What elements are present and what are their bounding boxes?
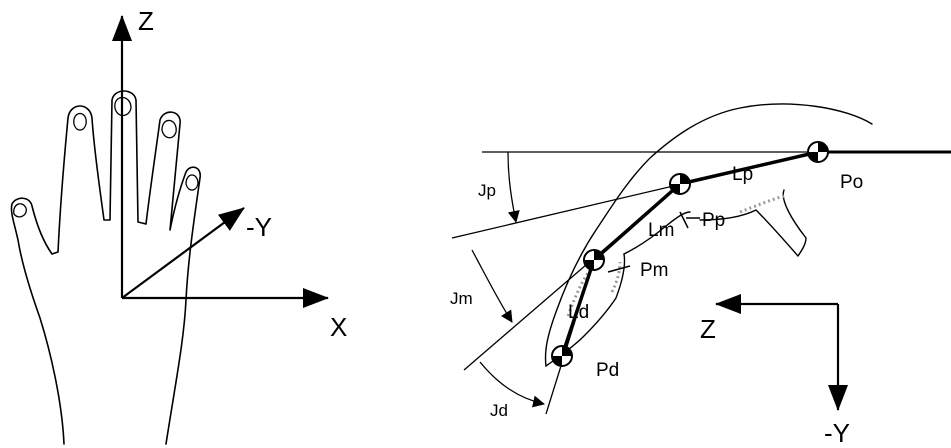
pp-point-label: Pp (702, 210, 725, 231)
hand-x-axis-label: X (330, 312, 347, 342)
finger-outline (699, 189, 807, 257)
joint-marker-po (807, 141, 829, 163)
fingernail (13, 203, 27, 218)
finger-outline (544, 103, 873, 367)
hand-outline (10, 90, 201, 445)
jd-angle-label: Jd (490, 401, 508, 420)
jp-angle-arc (507, 151, 520, 223)
neg-y-axis-arrow (121, 207, 245, 299)
fingernail (161, 119, 177, 139)
fingernail (73, 112, 87, 131)
middle-segment (592, 182, 682, 262)
proximal-segment (679, 150, 819, 186)
hand-neg-y-axis-label: -Y (246, 212, 272, 242)
finger-panel: Jp Jm Jd Lp Lm Ld Po Pp Pm Pd Z -Y (450, 103, 951, 448)
finger-outline (623, 211, 691, 255)
lm-segment-label: Lm (648, 220, 674, 241)
pm-connector (607, 265, 631, 273)
joint-marker-pm (583, 249, 605, 271)
hand-panel: Z -Y X (10, 6, 347, 445)
finger-neg-y-axis-label: -Y (824, 418, 850, 448)
jd-angle-arc (479, 361, 545, 408)
po-point-label: Po (840, 172, 863, 193)
ld-segment-label: Ld (568, 302, 589, 323)
jm-angle-label: Jm (450, 289, 473, 308)
lp-segment-label: Lp (732, 164, 753, 185)
joint-marker-pp (669, 173, 691, 195)
fingernail (114, 96, 132, 117)
skin-shading (566, 194, 785, 317)
finger-z-axis-label: Z (700, 314, 716, 344)
fingernail (185, 174, 199, 191)
jm-angle-arc (471, 249, 513, 323)
jp-angle-label: Jp (478, 181, 496, 200)
pm-point-label: Pm (640, 260, 669, 281)
hand-z-axis-label: Z (138, 6, 154, 36)
pp-connector (679, 211, 700, 229)
pd-point-label: Pd (596, 360, 619, 381)
distal-segment (560, 259, 596, 357)
joint-marker-pd (551, 345, 573, 367)
